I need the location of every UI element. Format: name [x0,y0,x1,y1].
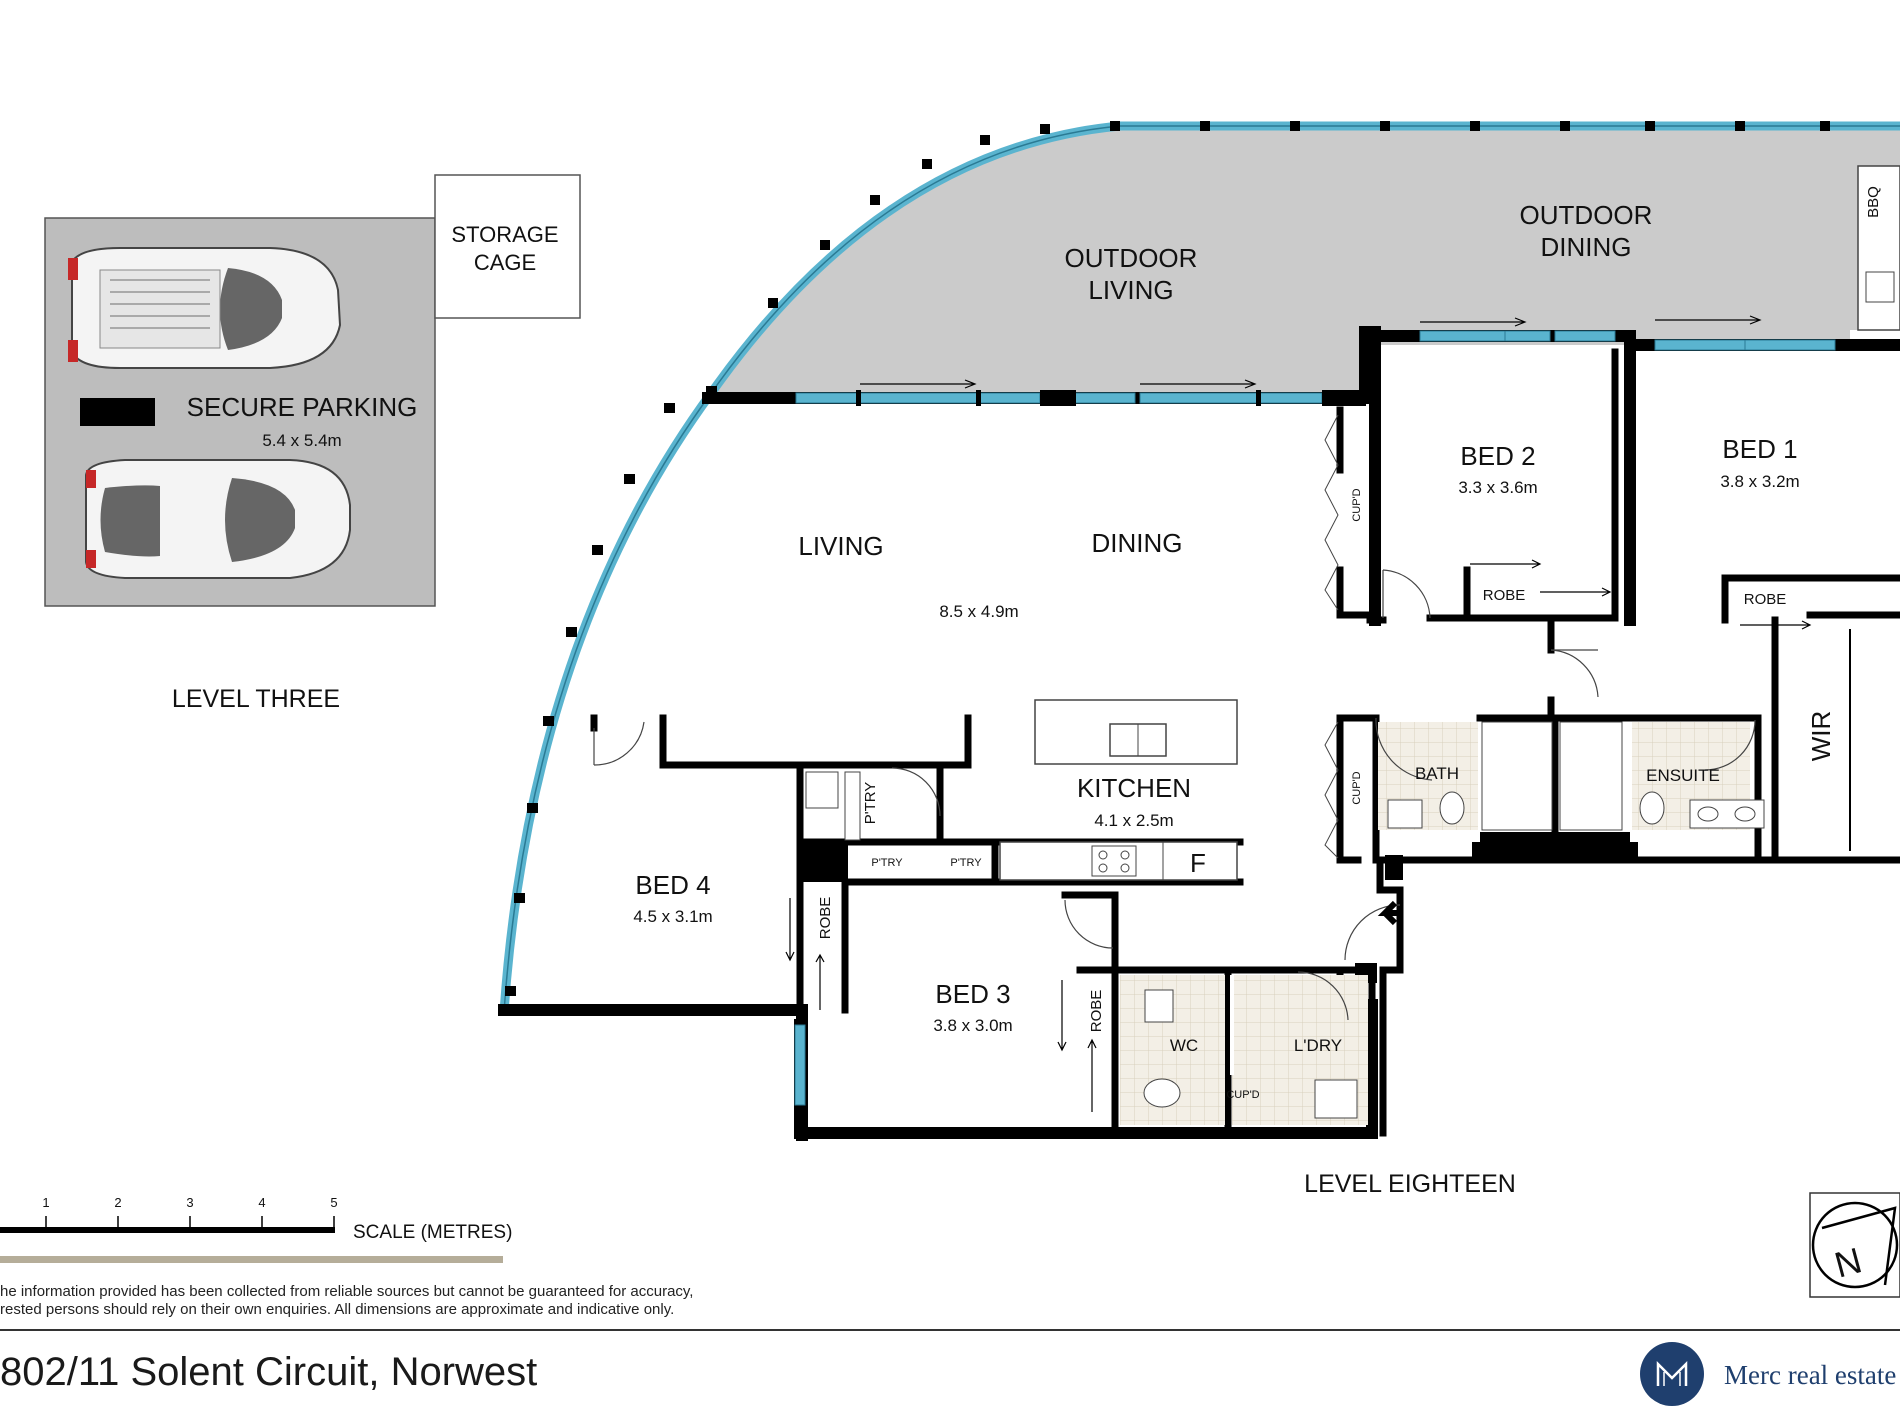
bed2-label: BED 2 [1460,441,1535,471]
scale-tick-4: 4 [258,1195,265,1210]
wc-toilet-icon [1143,1078,1181,1108]
property-address: 802/11 Solent Circuit, Norwest [0,1350,538,1394]
sliding-door-arrows [860,315,1762,389]
parking-area: STORAGE CAGE SECURE PARKING 5.4 x 5.4m L… [44,174,581,713]
bed2-robe-label: ROBE [1483,587,1526,604]
disclaimer: he information provided has been collect… [0,1283,693,1319]
bed1-dim: 3.8 x 3.2m [1720,472,1799,491]
storage-label-1: STORAGE [451,222,558,247]
bed4-label: BED 4 [635,870,710,900]
interior-walls [590,348,1900,1137]
window-mullions [856,390,1366,406]
kitchen-label: KITCHEN [1077,773,1191,803]
vanity-basins [1697,806,1756,822]
outdoor-living-label-1: OUTDOOR [1065,243,1198,273]
merc-logo-icon [1640,1342,1704,1406]
cupboard-label-1: CUP'D [1351,488,1363,521]
agency-brand: Merc real estate [1640,1340,1900,1420]
kitchen-dim: 4.1 x 2.5m [1094,811,1173,830]
bbq-label: BBQ [1865,186,1882,218]
parking-marker [80,398,155,426]
bbq-sink-icon [1865,271,1895,303]
bed4-dim: 4.5 x 3.1m [633,907,712,926]
disclaimer-line-2: rested persons should rely on their own … [0,1301,675,1318]
pantry-label-1: P'TRY [862,782,879,825]
scale-tick-3: 3 [186,1195,193,1210]
compass-icon: N [1809,1192,1900,1298]
storage-label-2: CAGE [474,250,536,275]
cupboard-label-3: CUP'D [1226,1089,1259,1101]
bed3-dim: 3.8 x 3.0m [933,1016,1012,1035]
scale-tick-2: 2 [114,1195,121,1210]
room-labels: OUTDOOR LIVING OUTDOOR DINING BED 2 3.3 … [633,200,1836,1198]
level-eighteen-label: LEVEL EIGHTEEN [1304,1170,1516,1198]
bath-label: BATH [1415,764,1459,783]
ensuite-shower [1559,721,1623,831]
bath-basin-icon [1387,799,1423,829]
bath-shower [1481,721,1553,831]
scale-tick-5: 5 [330,1195,337,1210]
outdoor-dining-label-2: DINING [1541,232,1632,262]
secure-parking-dim: 5.4 x 5.4m [262,431,341,450]
ensuite-label: ENSUITE [1646,766,1720,785]
bed2-dim: 3.3 x 3.6m [1458,478,1537,497]
bath-toilet-icon [1439,791,1465,825]
pantry-sink-icon [805,771,839,809]
bed1-label: BED 1 [1722,434,1797,464]
scale-tick-1: 1 [42,1195,49,1210]
secure-parking-title: SECURE PARKING [187,392,418,422]
bed1-robe-label: ROBE [1744,591,1787,608]
wir-label: WIR [1806,711,1836,762]
ensuite-vanity-icon [1689,799,1765,829]
dining-label: DINING [1092,528,1183,558]
curtain-wall-mullions [505,121,1830,996]
cooktop-icon [1091,845,1137,877]
ensuite-toilet-icon [1639,791,1665,825]
laundry-label: L'DRY [1294,1036,1342,1055]
structural-columns [800,832,1630,983]
car-icon [68,247,342,369]
pantry-label-3: P'TRY [950,857,982,869]
bed3-robe-label: ROBE [1088,990,1105,1033]
car-icon [85,459,351,579]
pantry-label-2: P'TRY [871,857,903,869]
outdoor-dining-label-1: OUTDOOR [1520,200,1653,230]
scale-label: SCALE (METRES) [353,1222,512,1243]
robe-sliding-arrows [785,559,1812,1112]
wc-basin-icon [1144,989,1174,1023]
door-swings [593,569,1756,1021]
entry-arrow-icon [1377,900,1400,926]
footer-divider [0,1329,1900,1331]
cooktop-burners [1098,850,1130,873]
bed3-label: BED 3 [935,979,1010,1009]
agency-name: Merc real estate [1724,1360,1897,1390]
outdoor-terrace [710,126,1900,404]
bed4-robe-label: ROBE [817,897,834,940]
wc-label: WC [1170,1036,1198,1055]
cupboard-label-2: CUP'D [1351,771,1363,804]
living-dining-dim: 8.5 x 4.9m [939,602,1018,621]
disclaimer-line-1: he information provided has been collect… [0,1283,694,1300]
level-three-label: LEVEL THREE [172,685,340,713]
outdoor-living-label-2: LIVING [1088,275,1173,305]
cupboard-doors [1324,414,1339,859]
bbq-unit [1857,165,1900,331]
fridge-label: F [1190,848,1206,878]
living-label: LIVING [798,531,883,561]
scale-bar: 1 2 3 4 5 SCALE (METRES) [0,1195,512,1263]
pantry-shelf [844,771,861,841]
laundry-tub-icon [1314,1079,1358,1119]
storage-cage [434,174,581,319]
